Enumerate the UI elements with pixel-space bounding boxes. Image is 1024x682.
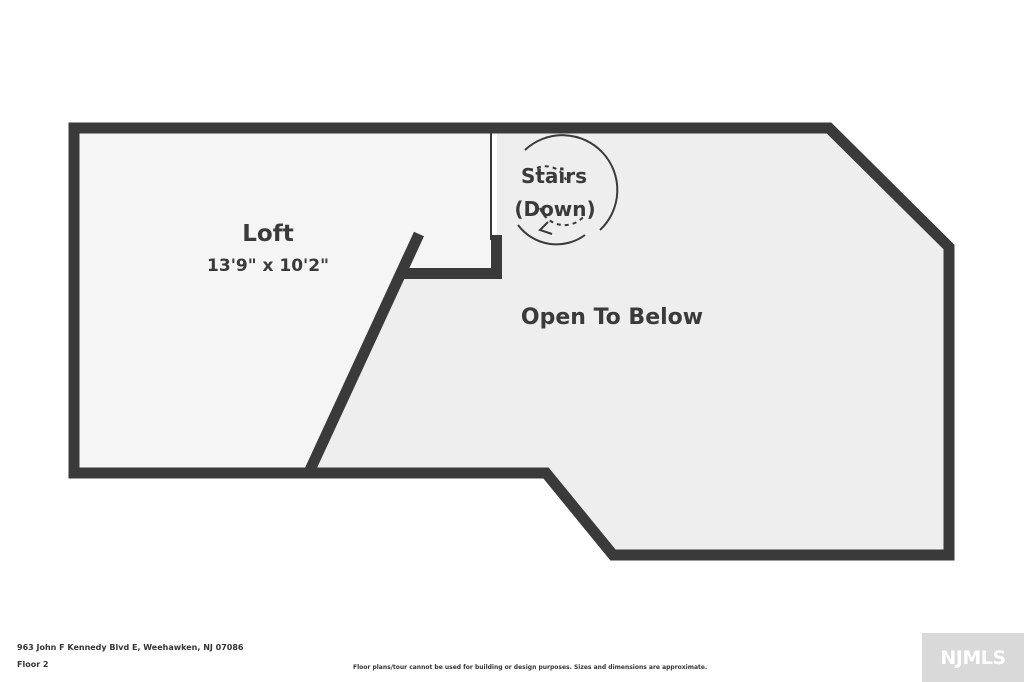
floor-label: Floor 2 bbox=[17, 660, 49, 669]
loft-area bbox=[74, 128, 490, 473]
stair-wall-thick bbox=[491, 235, 502, 279]
stair-wall-bottom bbox=[402, 268, 502, 279]
open-to-below-area bbox=[310, 128, 949, 555]
exterior-walls bbox=[68, 122, 955, 561]
njmls-logo: NJMLS bbox=[922, 633, 1024, 682]
stairs-label: Stairs bbox=[521, 164, 587, 188]
address-text: 963 John F Kennedy Blvd E, Weehawken, NJ… bbox=[17, 643, 244, 652]
diagonal-partition-wall bbox=[305, 231, 424, 473]
loft-label: Loft bbox=[242, 221, 293, 247]
stairs-arrow-icon bbox=[517, 134, 619, 246]
stairs-sub-label: (Down) bbox=[514, 197, 595, 221]
open-to-below-label: Open To Below bbox=[521, 305, 703, 330]
disclaimer-text: Floor plans/tour cannot be used for buil… bbox=[353, 664, 708, 671]
logo-text: NJMLS bbox=[940, 646, 1006, 669]
loft-dimensions: 13'9" x 10'2" bbox=[207, 256, 329, 276]
